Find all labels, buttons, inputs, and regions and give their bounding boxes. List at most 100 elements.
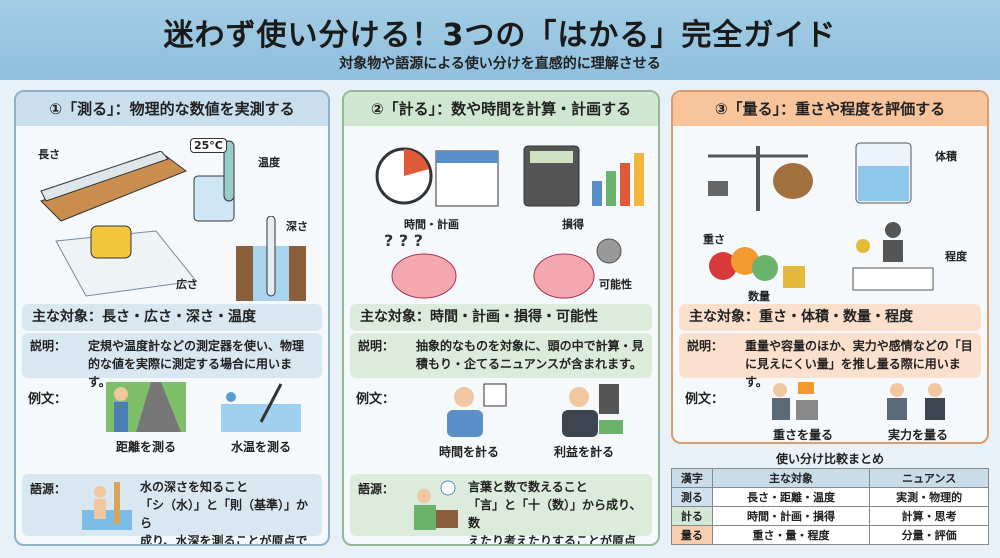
label-degree: 程度 — [945, 250, 967, 263]
brain-thinking-icon: ? ? ? — [384, 231, 457, 299]
person-watch-icon — [447, 383, 507, 437]
balance-scale-icon — [708, 146, 813, 211]
summary-title: 使い分け比較まとめ — [775, 452, 884, 466]
description-text: 抽象的なものを対象に、頭の中で計算・見積もり・企てるニュアンスが含まれます。 — [416, 339, 644, 371]
label-length: 長さ — [38, 148, 60, 161]
cell: 計る — [671, 506, 713, 526]
label-possibility: 可能性 — [599, 278, 632, 291]
thumbs-evaluation-icon — [887, 383, 945, 420]
person-scale-icon — [772, 382, 818, 420]
clock-calendar-icon — [375, 147, 499, 207]
panel-calculate: ②「計る」：数や時間を計算・計画する 時間・計画 損得 ? ? ? 可能性 主な… — [342, 90, 660, 546]
panel-weigh: ③「量る」：重さや程度を評価する 重さ 体積 数量 程度 主な対象：重さ・体積・… — [671, 90, 989, 444]
illustration-area: 重さ 体積 数量 程度 — [673, 126, 987, 303]
example-key: 例文： — [28, 392, 68, 407]
cell: 重さ・量・程度 — [711, 525, 871, 545]
illustration-area: 長さ 25°C 温度 広さ 深さ — [16, 126, 328, 301]
example-key: 例文： — [356, 392, 396, 407]
label-weight: 重さ — [703, 233, 725, 246]
example-distance: 距離を測る — [96, 382, 196, 455]
example-caption: 実力を量る — [887, 428, 948, 442]
panel-heading: ②「計る」：数や時間を計算・計画する — [344, 92, 658, 126]
label-time-plan: 時間・計画 — [404, 218, 459, 231]
etymology-line: 言葉と数で数えること — [468, 480, 588, 494]
calculator-chart-icon — [523, 145, 644, 207]
main-target: 主な対象：時間・計画・損得・可能性 — [350, 304, 652, 331]
column-header: 主な対象 — [711, 468, 871, 488]
description: 説明： 定規や温度計などの測定器を使い、物理的な値を実際に測定する場合に用います。 — [22, 333, 322, 389]
column-header: 漢字 — [671, 468, 713, 488]
page-title: 迷わず使い分ける！3つの「はかる」完全ガイド — [163, 18, 837, 53]
etymology: 語源： 言葉と数で数えること「言」と「十（数）」から成り、数えたり考えたりするこ… — [350, 474, 652, 544]
etymology-line: 水の深さを知ること — [140, 480, 249, 494]
etymology-line: 「言」と「十（数）」から成り、数 — [468, 498, 642, 530]
example-water-temp: 水温を測る — [211, 382, 311, 455]
cell: 計算・思考 — [869, 506, 989, 526]
etymology-key: 語源： — [358, 482, 395, 496]
measuring-cup-icon — [855, 142, 912, 204]
depth-gauge-icon — [236, 216, 306, 301]
svg-text:? ? ?: ? ? ? — [384, 231, 423, 250]
description-key: 説明： — [30, 339, 67, 353]
description-key: 説明： — [358, 339, 395, 353]
ruler-icon — [40, 151, 188, 222]
label-area: 広さ — [176, 278, 198, 291]
etymology-line: 「シ（水）」と「則（基準）」から — [140, 498, 309, 530]
example-caption: 時間を計る — [438, 445, 499, 459]
page-subtitle: 対象物や語源による使い分けを直感的に理解させる — [339, 56, 661, 72]
podium-winner-icon — [852, 222, 934, 291]
thermometer-beaker-icon — [193, 140, 235, 222]
table-row: 計る時間・計画・損得計算・思考 — [671, 506, 989, 526]
cell: 量る — [671, 525, 713, 545]
description-text: 定規や温度計などの測定器を使い、物理的な値を実際に測定する場合に用います。 — [88, 339, 305, 389]
person-in-water-icon — [82, 482, 132, 530]
column-header: ニュアンス — [869, 468, 989, 488]
person-abacus-icon — [414, 480, 458, 530]
cell: 長さ・距離・温度 — [711, 487, 871, 507]
panel-heading: ③「量る」：重さや程度を評価する — [673, 92, 987, 126]
description: 説明： 重量や容量のほか、実力や感情などの「目に見えにくい量」を推し量る際に用いま… — [679, 333, 981, 389]
example-time: 時間を計る — [419, 382, 519, 460]
label-depth: 深さ — [286, 220, 308, 233]
businessman-calculator-icon — [562, 384, 623, 437]
cell: 時間・計画・損得 — [711, 506, 871, 526]
description-key: 説明： — [687, 339, 724, 353]
table-row: 量る重さ・量・程度分量・評価 — [671, 525, 989, 545]
example-caption: 利益を計る — [553, 445, 614, 459]
road-surveyor-icon — [106, 382, 186, 432]
header: 迷わず使い分ける！3つの「はかる」完全ガイド 対象物や語源による使い分けを直感的… — [0, 0, 1000, 80]
example-weight: 重さを量る — [753, 382, 853, 442]
water-thermometer-icon — [221, 383, 301, 432]
etymology-key: 語源： — [30, 482, 67, 496]
label-temperature: 温度 — [258, 156, 280, 169]
cell: 実測・物理的 — [869, 487, 989, 507]
description-text: 重量や容量のほか、実力や感情などの「目に見えにくい量」を推し量る際に用います。 — [745, 339, 973, 389]
description: 説明： 抽象的なものを対象に、頭の中で計算・見積もり・企てるニュアンスが含まれます… — [350, 333, 652, 378]
example-ability: 実力を量る — [868, 382, 968, 442]
cell: 測る — [671, 487, 713, 507]
comparison-summary: 使い分け比較まとめ 漢字 主な対象 ニュアンス 測る長さ・距離・温度実測・物理的… — [671, 450, 989, 545]
cell: 分量・評価 — [869, 525, 989, 545]
tape-measure-icon — [55, 225, 197, 297]
table-row: 測る長さ・距離・温度実測・物理的 — [671, 487, 989, 507]
label-quantity: 数量 — [748, 290, 770, 303]
example-profit: 利益を計る — [534, 382, 634, 460]
label-profit-loss: 損得 — [562, 218, 584, 231]
etymology: 語源： 水の深さを知ること「シ（水）」と「則（基準）」から成り、水深を測ることが… — [22, 474, 322, 544]
fruits-coins-icon — [709, 247, 805, 288]
example-key: 例文： — [685, 392, 725, 407]
comparison-table: 漢字 主な対象 ニュアンス 測る長さ・距離・温度実測・物理的 計る時間・計画・損… — [671, 468, 989, 545]
example-caption: 距離を測る — [115, 440, 176, 454]
etymology-line: 成り、水深を測ることが原点です。 — [140, 534, 308, 546]
panel-heading: ①「測る」：物理的な数値を実測する — [16, 92, 328, 126]
example-caption: 水温を測る — [230, 440, 291, 454]
illustration-area: 時間・計画 損得 ? ? ? 可能性 — [344, 126, 658, 300]
example-caption: 重さを量る — [772, 428, 833, 442]
label-25c: 25°C — [190, 138, 227, 153]
label-volume: 体積 — [935, 150, 957, 163]
brain-gear-icon — [533, 238, 622, 299]
main-target: 主な対象：重さ・体積・数量・程度 — [679, 304, 981, 331]
panel-measure: ①「測る」：物理的な数値を実測する 長さ 25°C 温度 広さ 深さ 主な対象：… — [14, 90, 330, 546]
etymology-line: えたり考えたりすることが原点です。 — [468, 534, 637, 546]
main-target: 主な対象：長さ・広さ・深さ・温度 — [22, 304, 322, 331]
